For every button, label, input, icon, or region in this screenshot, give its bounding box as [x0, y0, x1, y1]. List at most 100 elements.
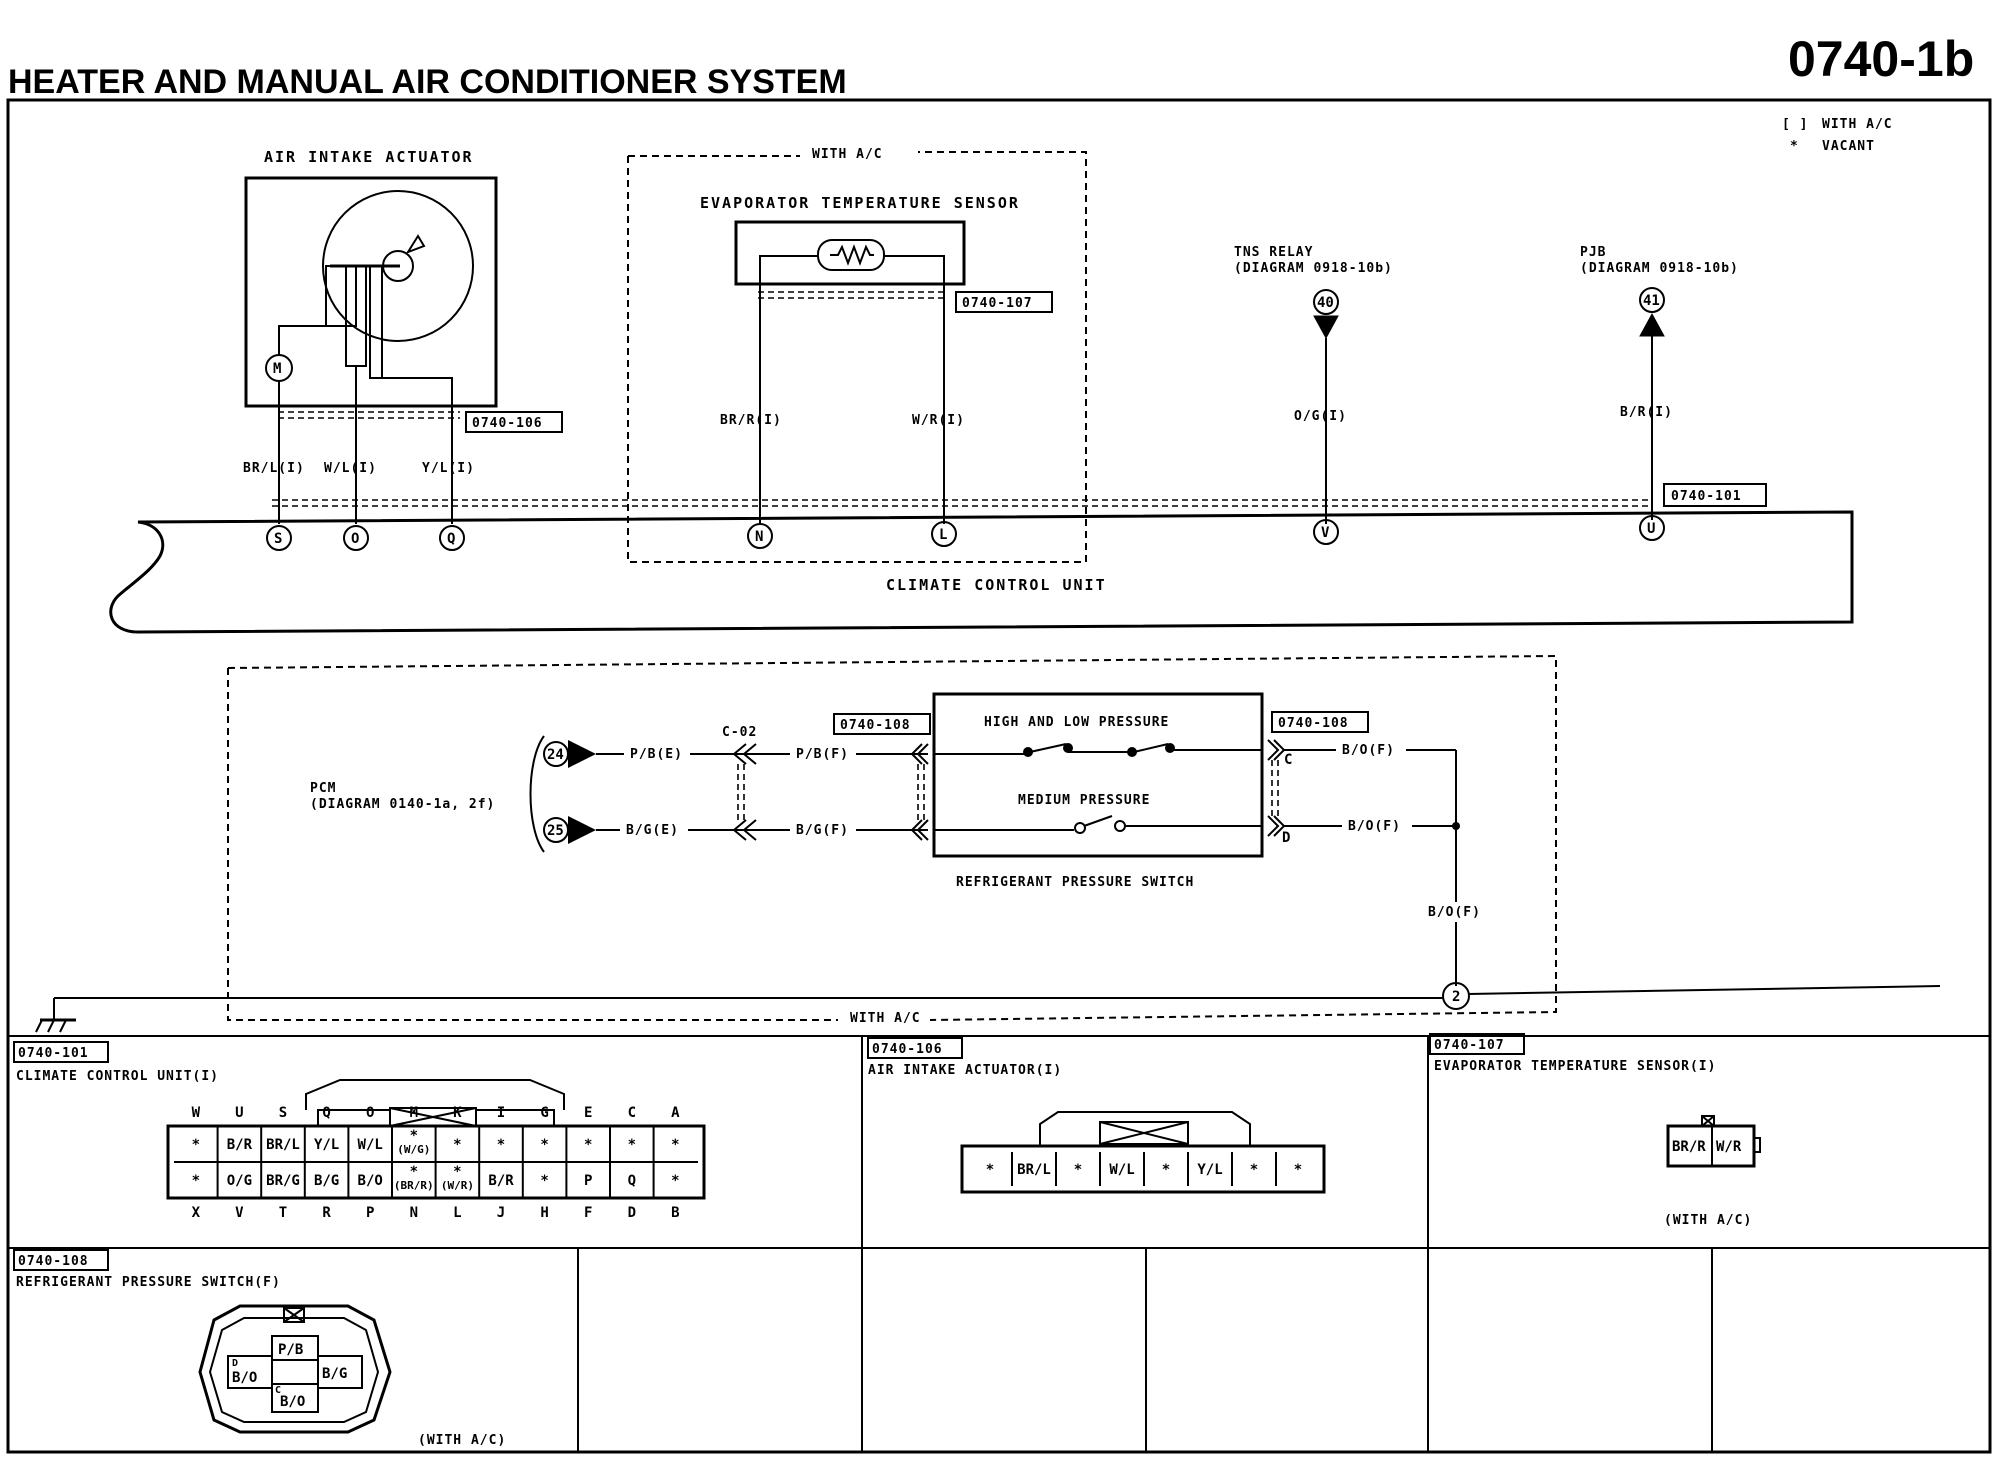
diagram-frame [6, 98, 1992, 1454]
terminal-u [1639, 515, 1665, 541]
terminal-n [747, 523, 773, 549]
rps-cell-b-g: B/G [322, 1366, 347, 1382]
ccu-row1-cell: * [453, 1137, 461, 1153]
rps-connector-view: 0740-108 REFRIGERANT PRESSURE SWITCH(F) … [13, 1249, 506, 1448]
evap-note: (WITH A/C) [1664, 1213, 1752, 1228]
connector-ref-0740-101-label: 0740-101 [1671, 489, 1742, 504]
ground-terminal-label: 2 [1452, 989, 1460, 1005]
tns-relay-label: TNS RELAY [1234, 245, 1313, 260]
evap-connector-ref [1429, 1033, 1525, 1055]
svg-text:S: S [274, 531, 282, 547]
ccu-connector-ref [13, 1041, 109, 1063]
ccu-connector-title: CLIMATE CONTROL UNIT(I) [16, 1069, 219, 1084]
svg-text:0740-108: 0740-108 [1278, 716, 1349, 731]
ccu-bottom-letter: R [322, 1205, 331, 1221]
pjb-ref: (DIAGRAM 0918-10b) [1580, 261, 1739, 276]
ccu-bottom-letter: X [192, 1205, 201, 1221]
ccu-bottom-letter: L [453, 1205, 461, 1221]
rps-note: (WITH A/C) [418, 1433, 506, 1448]
ccu-top-letter: G [540, 1105, 548, 1121]
page-title: HEATER AND MANUAL AIR CONDITIONER SYSTEM [8, 63, 847, 101]
air-intake-actuator-label: AIR INTAKE ACTUATOR [264, 148, 474, 166]
air-intake-cell: BR/L [1017, 1162, 1051, 1178]
svg-text:0740-101: 0740-101 [18, 1046, 89, 1061]
pressure-switch-box [932, 692, 1264, 858]
ccu-row2-cell: BR/G [266, 1173, 300, 1189]
air-intake-connector-view: 0740-106 AIR INTAKE ACTUATOR(I) *BR/L*W/… [867, 1037, 1326, 1194]
rps-cell-b-o-left: B/O [232, 1370, 257, 1386]
air-intake-cell: * [1294, 1162, 1302, 1178]
pcm-label: PCM [310, 781, 336, 796]
climate-control-unit-box [109, 510, 1854, 634]
svg-text:0740-108: 0740-108 [840, 718, 911, 733]
arrow-right-icon-2 [568, 816, 596, 844]
connector-ref-0740-107 [955, 291, 1053, 313]
air-intake-cell: W/L [1109, 1162, 1134, 1178]
air-intake-actuator-box [244, 176, 498, 408]
connector-c02-label: C-02 [722, 725, 757, 740]
with-ac-top-label: WITH A/C [812, 147, 883, 162]
wire-br-l: BR/L(I) [243, 461, 305, 476]
ccu-bottom-letter: H [540, 1205, 548, 1221]
refrigerant-pressure-switch: HIGH AND LOW PRESSURE MEDIUM PRESSURE RE… [932, 692, 1264, 890]
actuator-contact-icon [325, 265, 357, 327]
ccu-top-letter: M [410, 1105, 418, 1121]
svg-text:N: N [755, 529, 763, 545]
air-intake-cell: * [1074, 1162, 1082, 1178]
svg-text:B/G(F): B/G(F) [796, 823, 849, 838]
ccu-bottom-letter: P [366, 1205, 374, 1221]
ccu-row1-cell: * [192, 1137, 200, 1153]
terminal-s [266, 525, 292, 551]
air-intake-cell: * [1250, 1162, 1258, 1178]
svg-text:0740-108: 0740-108 [18, 1254, 89, 1269]
evaporator-sensor-label: EVAPORATOR TEMPERATURE SENSOR [700, 194, 1020, 212]
evap-connector-title: EVAPORATOR TEMPERATURE SENSOR(I) [1434, 1059, 1716, 1074]
switch-pin-d: D [1282, 830, 1290, 846]
ccu-top-letter: C [628, 1105, 636, 1121]
pjb-terminal-label: 41 [1643, 293, 1660, 309]
ground-icon [35, 998, 76, 1033]
svg-text:U: U [1647, 521, 1655, 537]
wire-b-o-f-2: B/O(F) [1348, 819, 1401, 834]
svg-text:Q: Q [447, 531, 455, 547]
high-low-pressure-label: HIGH AND LOW PRESSURE [984, 715, 1169, 730]
ccu-top-letter: O [366, 1105, 374, 1121]
ccu-bottom-letter: V [235, 1205, 244, 1221]
svg-text:V: V [1321, 525, 1330, 541]
ccu-top-letter: S [279, 1105, 287, 1121]
legend-symbol-bracket: [ ] [1782, 117, 1808, 132]
legend-text-vacant: VACANT [1822, 139, 1875, 154]
evap-cell-w-r: W/R [1716, 1139, 1742, 1155]
ccu-row1-cell: Y/L [314, 1137, 339, 1153]
legend-text-with-ac: WITH A/C [1822, 117, 1893, 132]
air-intake-cell: * [1162, 1162, 1170, 1178]
connector-c02: C-02 [722, 725, 757, 841]
ground-terminal [1442, 982, 1470, 1010]
ccu-row2-cell-sub: (BR/R) [394, 1179, 434, 1192]
ccu-row1-cell: B/R [227, 1137, 253, 1153]
svg-text:P/B(F): P/B(F) [796, 747, 849, 762]
svg-text:P/B(E): P/B(E) [630, 747, 683, 762]
tns-relay-terminal [1313, 289, 1339, 315]
ccu-top-letter: Q [322, 1105, 330, 1121]
ccu-bottom-letter: D [628, 1205, 636, 1221]
tns-relay: TNS RELAY (DIAGRAM 0918-10b) 40 O/G(I) [1234, 245, 1392, 524]
ccu-row2-cell: O/G [227, 1173, 252, 1189]
wire-b-o-f-1: B/O(F) [1342, 743, 1395, 758]
air-intake-actuator: AIR INTAKE ACTUATOR M [244, 148, 498, 408]
rps-connector-title: REFRIGERANT PRESSURE SWITCH(F) [16, 1275, 281, 1290]
ccu-row2-cell: * [671, 1173, 679, 1189]
ccu-top-letter: U [235, 1105, 243, 1121]
terminal-o [343, 525, 369, 551]
medium-pressure-label: MEDIUM PRESSURE [1018, 793, 1150, 808]
ccu-bottom-letter: N [410, 1205, 418, 1221]
wire-y-l: Y/L(I) [422, 461, 475, 476]
svg-text:B/G(E): B/G(E) [626, 823, 679, 838]
ccu-row1-cell: * [410, 1128, 418, 1144]
rps-pin-c: C [275, 1385, 281, 1396]
svg-text:L: L [939, 527, 947, 543]
ccu-top-letter: A [671, 1105, 680, 1121]
ccu-row2-cell-sub: (W/R) [441, 1179, 474, 1192]
arrow-up-icon [1639, 312, 1665, 337]
